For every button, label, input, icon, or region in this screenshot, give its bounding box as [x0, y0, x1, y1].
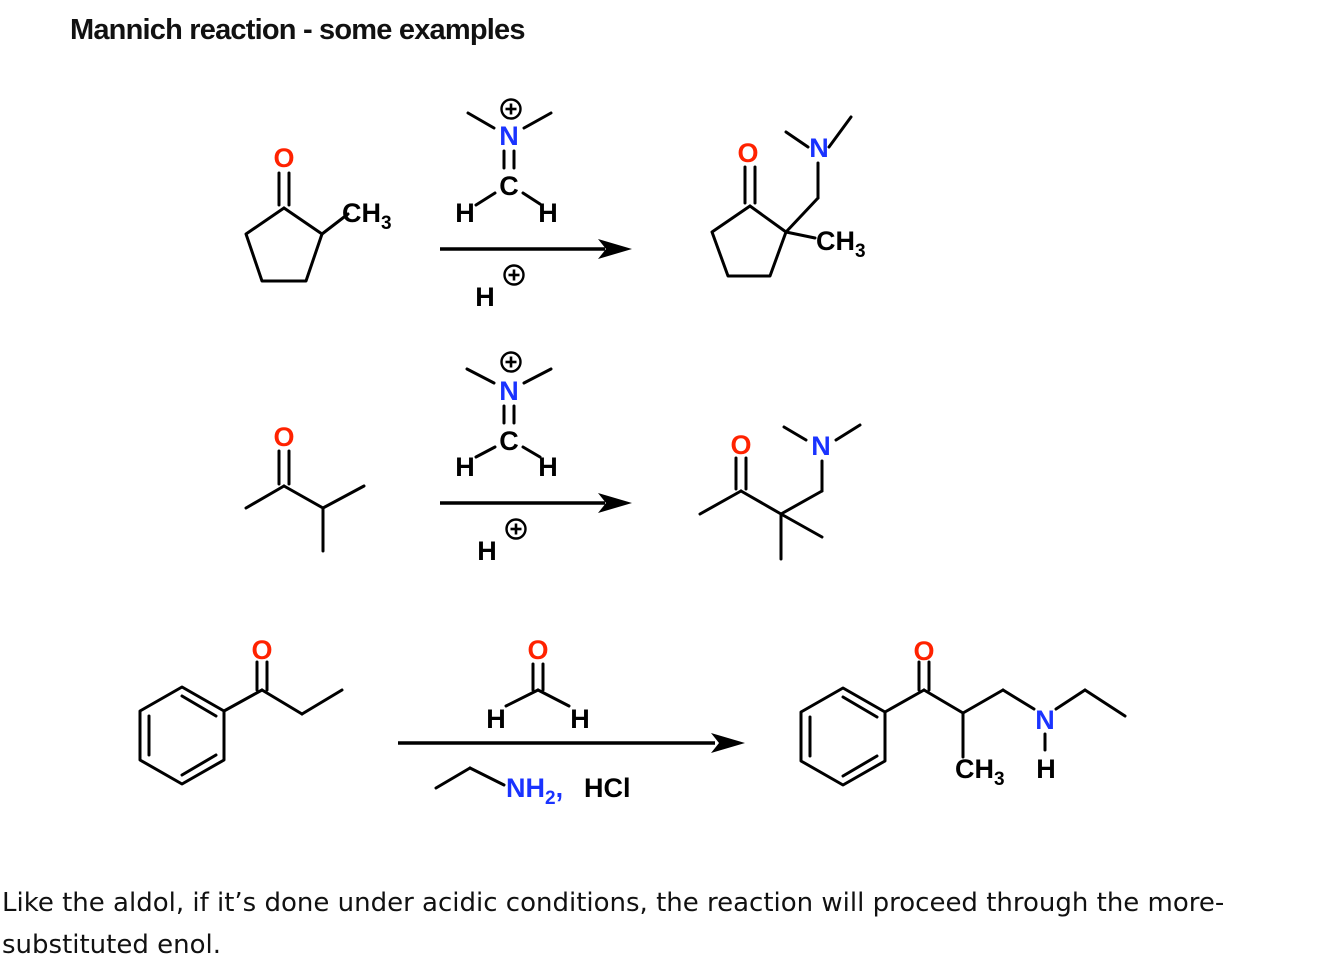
hydrogen-label: H	[1036, 754, 1056, 784]
methyl-label: CH3	[342, 198, 392, 234]
oxygen-label: O	[527, 635, 548, 665]
ethylamine-reagent: NH2, HCl	[434, 766, 631, 809]
positive-charge-icon	[503, 264, 525, 286]
iminium-reagent: N C H H	[455, 98, 558, 228]
oxygen-label: O	[737, 138, 758, 168]
reaction-1: O CH3 N C H H H	[244, 98, 866, 312]
iminium-reagent: N C H H	[455, 351, 558, 482]
positive-charge-icon	[500, 351, 522, 373]
oxygen-label: O	[273, 422, 294, 452]
nitrogen-label: N	[809, 133, 829, 163]
reaction-2: O N C H H H	[244, 351, 862, 566]
hydrogen-label: H	[538, 198, 558, 228]
reaction-3: O O H H NH2, HCl	[138, 635, 1127, 809]
nitrogen-label: N	[499, 121, 519, 151]
reactant-3-methyl-2-butanone: O	[244, 422, 366, 553]
reaction-scheme: O CH3 N C H H H	[138, 98, 1127, 809]
oxygen-label: O	[730, 430, 751, 460]
hydrogen-label: H	[477, 536, 497, 566]
reaction-arrow	[440, 493, 632, 513]
hydrogen-label: H	[538, 452, 558, 482]
hydrogen-label: H	[570, 704, 590, 734]
product-3: O N H CH3	[799, 636, 1127, 790]
reactant-2-methylcyclopentanone: O CH3	[244, 143, 392, 283]
reaction-arrow	[440, 239, 632, 259]
hcl-label: HCl	[584, 773, 631, 803]
formaldehyde-reagent: O H H	[486, 635, 590, 734]
carbon-label: C	[499, 171, 519, 201]
hydrogen-label: H	[455, 452, 475, 482]
positive-charge-icon	[505, 518, 527, 540]
product-2: O N	[698, 423, 862, 561]
page-title: Mannich reaction - some examples	[70, 14, 525, 46]
nitrogen-label: N	[811, 431, 831, 461]
reactant-propiophenone: O	[138, 635, 344, 786]
hydrogen-label: H	[475, 282, 495, 312]
acid-catalyst: H	[477, 518, 527, 566]
caption-text: Like the aldol, if it’s done under acidi…	[2, 888, 1225, 960]
amine-label: NH2,	[506, 773, 563, 809]
nitrogen-label: N	[1035, 705, 1055, 735]
methyl-label: CH3	[955, 754, 1005, 790]
oxygen-label: O	[913, 636, 934, 666]
acid-catalyst: H	[475, 264, 525, 312]
hydrogen-label: H	[455, 198, 475, 228]
reaction-arrow	[398, 733, 745, 753]
carbon-label: C	[499, 426, 519, 456]
nitrogen-label: N	[499, 376, 519, 406]
positive-charge-icon	[500, 98, 522, 120]
product-1: O N CH3	[710, 115, 866, 278]
methyl-label: CH3	[816, 226, 866, 262]
oxygen-label: O	[273, 143, 294, 173]
hydrogen-label: H	[486, 704, 506, 734]
oxygen-label: O	[251, 635, 272, 665]
